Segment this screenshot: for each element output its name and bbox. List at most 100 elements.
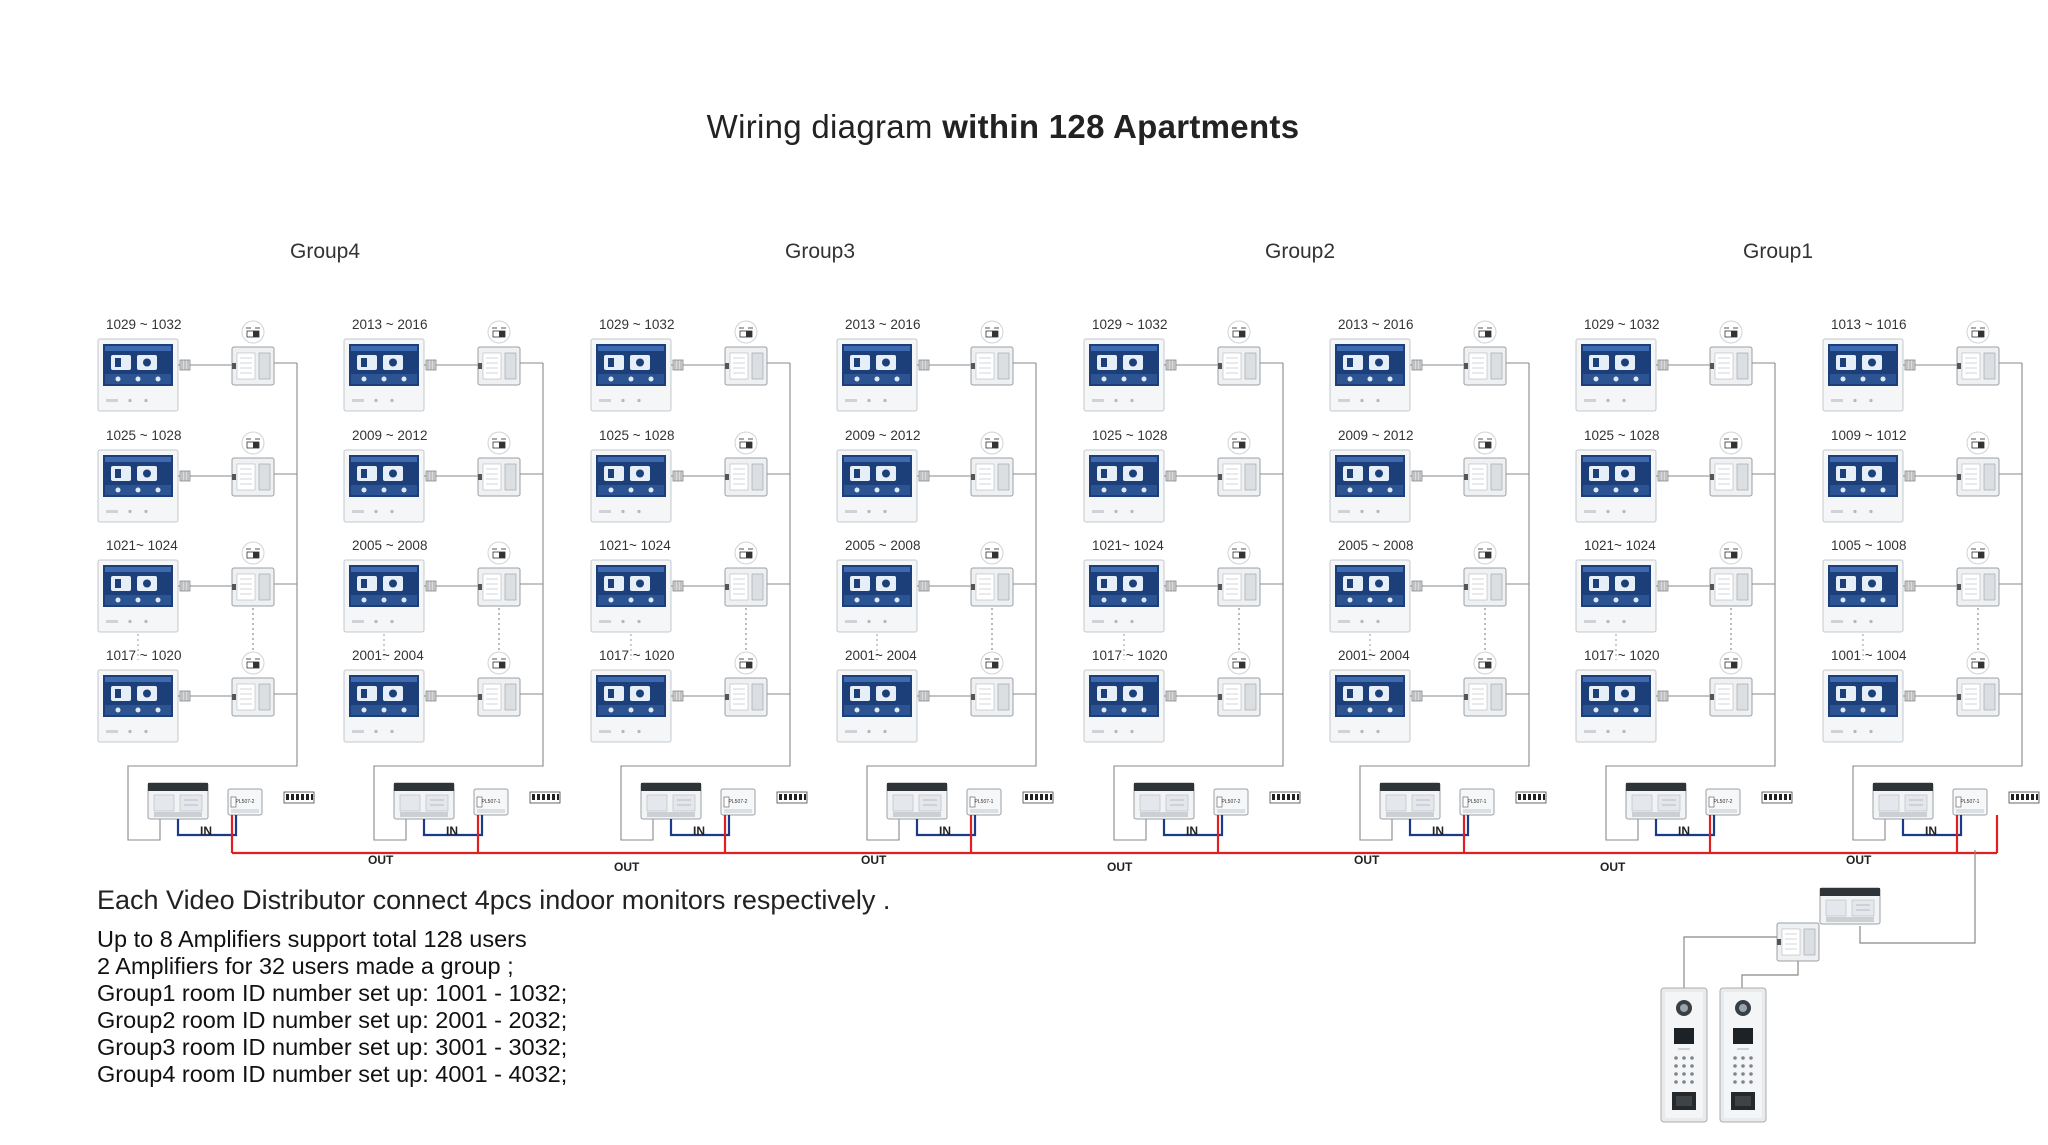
notes-line-5: Group3 room ID number set up: 3001 - 303… bbox=[97, 1034, 568, 1060]
off-on-switch-icon bbox=[1719, 431, 1743, 455]
amplifier-model-label: PL507-1 bbox=[482, 799, 501, 805]
indoor-monitor bbox=[590, 559, 672, 633]
indoor-monitor bbox=[343, 669, 425, 743]
indoor-monitor bbox=[1575, 559, 1657, 633]
amplifier bbox=[1379, 782, 1441, 820]
out-port-label: OUT bbox=[1600, 860, 1626, 874]
group-label-1: Group1 bbox=[1743, 240, 1814, 263]
door-station-1 bbox=[1660, 987, 1708, 1123]
video-distributor bbox=[970, 346, 1014, 386]
off-on-switch-icon bbox=[734, 651, 758, 675]
indoor-monitor bbox=[97, 338, 179, 412]
connector-plug bbox=[179, 580, 191, 592]
connector-plug bbox=[179, 359, 191, 371]
amplifier bbox=[1625, 782, 1687, 820]
in-wire bbox=[669, 815, 731, 837]
trunk-wire bbox=[1859, 850, 1976, 944]
off-on-switch-icon bbox=[487, 431, 511, 455]
riser-wire bbox=[866, 363, 1037, 841]
monitor-row: 2013 ~ 2016 bbox=[343, 317, 543, 412]
amplifier-model-label: PL507-1 bbox=[1468, 799, 1487, 805]
monitor-row: 1025 ~ 1028 bbox=[1083, 428, 1283, 523]
connector-plug bbox=[1411, 580, 1423, 592]
off-on-switch-icon bbox=[980, 651, 1004, 675]
out-port-label: OUT bbox=[368, 853, 394, 867]
riser-wire bbox=[1359, 363, 1530, 841]
video-distributor bbox=[724, 677, 768, 717]
video-distributor bbox=[1709, 567, 1753, 607]
dip-switch bbox=[2008, 791, 2040, 804]
room-range-label: 1029 ~ 1032 bbox=[106, 317, 181, 332]
room-range-label: 2001~ 2004 bbox=[845, 648, 917, 663]
off-on-switch-icon bbox=[1719, 541, 1743, 565]
off-on-switch-icon bbox=[241, 431, 265, 455]
connector-plug bbox=[672, 580, 684, 592]
video-distributor bbox=[477, 457, 521, 497]
off-on-switch-icon bbox=[1719, 651, 1743, 675]
monitor-row: 2009 ~ 2012 bbox=[1329, 428, 1529, 523]
indoor-monitor bbox=[1575, 669, 1657, 743]
monitor-row: 2005 ~ 2008 bbox=[1329, 538, 1529, 668]
amplifier-model-label: PL507-2 bbox=[236, 799, 255, 805]
notes-line-4: Group2 room ID number set up: 2001 - 203… bbox=[97, 1007, 568, 1033]
riser-wire bbox=[1113, 363, 1284, 841]
connector-plug bbox=[672, 470, 684, 482]
off-on-switch-icon bbox=[1966, 320, 1990, 344]
indoor-monitor bbox=[1083, 559, 1165, 633]
diagram-title: Wiring diagram within 128 Apartments bbox=[0, 108, 2006, 146]
door-station-wire-2 bbox=[1741, 961, 1799, 988]
indoor-monitor bbox=[343, 338, 425, 412]
notes-line-6: Group4 room ID number set up: 4001 - 403… bbox=[97, 1061, 568, 1087]
room-range-label: 1017 ~ 1020 bbox=[599, 648, 674, 663]
video-distributor bbox=[1217, 677, 1261, 717]
indoor-monitor bbox=[590, 669, 672, 743]
off-on-switch-icon bbox=[1227, 541, 1251, 565]
video-distributor bbox=[1217, 567, 1261, 607]
off-on-switch-icon bbox=[1719, 320, 1743, 344]
amplifier bbox=[1133, 782, 1195, 820]
off-on-switch-icon bbox=[734, 431, 758, 455]
title-bold: within 128 Apartments bbox=[942, 108, 1300, 145]
main-amplifier bbox=[1819, 887, 1881, 925]
monitor-row: 1017 ~ 1020 bbox=[590, 648, 790, 743]
connector-plug bbox=[425, 470, 437, 482]
in-port-label: IN bbox=[1678, 824, 1690, 838]
dip-switch bbox=[529, 791, 561, 804]
riser-wire bbox=[620, 363, 791, 841]
connector-plug bbox=[1657, 580, 1669, 592]
video-distributor bbox=[1956, 457, 2000, 497]
room-range-label: 2013 ~ 2016 bbox=[845, 317, 920, 332]
monitor-row: 2013 ~ 2016 bbox=[1329, 317, 1529, 412]
room-range-label: 1025 ~ 1028 bbox=[106, 428, 181, 443]
room-range-label: 1021~ 1024 bbox=[106, 538, 178, 553]
video-distributor bbox=[1217, 346, 1261, 386]
in-wire bbox=[1408, 815, 1470, 837]
dip-switch bbox=[283, 791, 315, 804]
notes-main: Each Video Distributor connect 4pcs indo… bbox=[97, 885, 891, 915]
off-on-switch-icon bbox=[1473, 320, 1497, 344]
amplifier-model-label: PL507-1 bbox=[975, 799, 994, 805]
video-distributor bbox=[1217, 457, 1261, 497]
out-port-label: OUT bbox=[1846, 853, 1872, 867]
in-wire bbox=[176, 815, 238, 837]
monitor-row: 1029 ~ 1032 bbox=[1083, 317, 1283, 412]
off-on-switch-icon bbox=[980, 320, 1004, 344]
indoor-monitor bbox=[1083, 338, 1165, 412]
amplifier bbox=[147, 782, 209, 820]
in-port-label: IN bbox=[1186, 824, 1198, 838]
monitor-row: 1017 ~ 1020 bbox=[97, 648, 297, 743]
connector-plug bbox=[918, 359, 930, 371]
out-port-label: OUT bbox=[1354, 853, 1380, 867]
video-distributor bbox=[1463, 346, 1507, 386]
indoor-monitor bbox=[1329, 559, 1411, 633]
notes-line-2: 2 Amplifiers for 32 users made a group ; bbox=[97, 953, 514, 979]
video-distributor bbox=[477, 567, 521, 607]
connector-plug bbox=[1165, 690, 1177, 702]
in-wire bbox=[1162, 815, 1224, 837]
connector-plug bbox=[1904, 690, 1916, 702]
off-on-switch-icon bbox=[1966, 651, 1990, 675]
off-on-switch-icon bbox=[1966, 541, 1990, 565]
off-on-switch-icon bbox=[1966, 431, 1990, 455]
connector-plug bbox=[1904, 359, 1916, 371]
